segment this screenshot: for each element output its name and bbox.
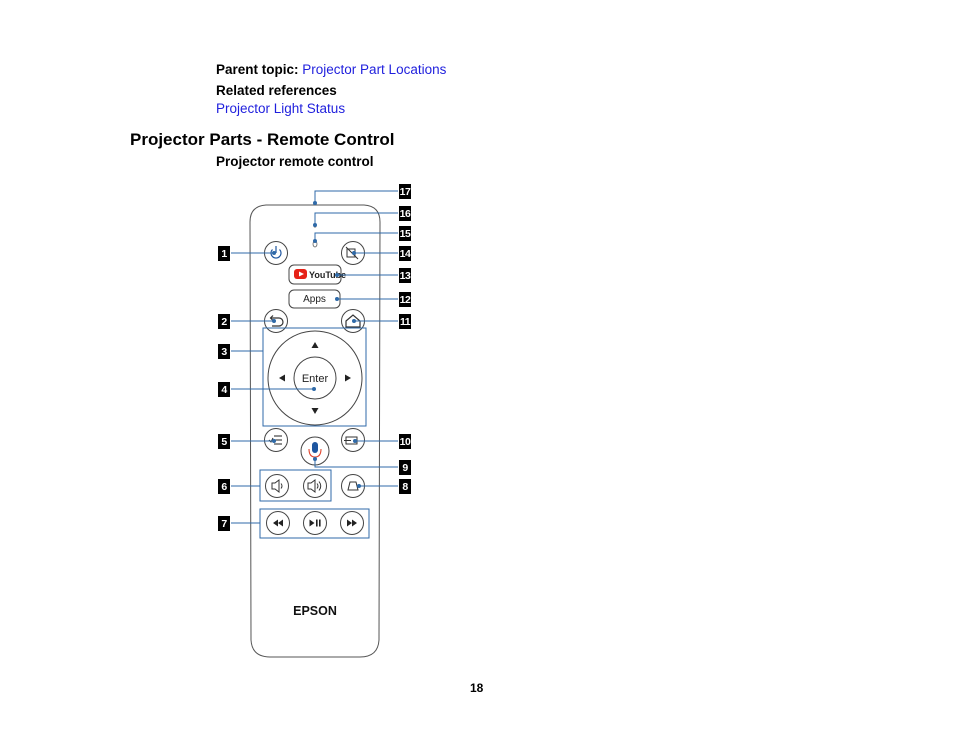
callout-6: 6 — [218, 479, 230, 494]
callout-5: 5 — [218, 434, 230, 449]
arrow-right-icon — [345, 374, 351, 382]
menu-button — [264, 428, 288, 452]
play-pause-button — [303, 511, 327, 535]
back-icon — [271, 317, 284, 327]
callout-4: 4 — [218, 382, 230, 397]
keystone-icon — [347, 481, 359, 491]
enter-label: Enter — [302, 373, 329, 385]
callout-leader-lines — [231, 190, 398, 524]
page-number: 18 — [470, 681, 484, 695]
callout-leader-dots — [272, 201, 361, 488]
callout-1: 1 — [218, 246, 230, 261]
volume-up-icon — [307, 479, 316, 493]
apps-label: Apps — [303, 294, 326, 305]
callout-3: 3 — [218, 344, 230, 359]
callout-9: 9 — [399, 460, 411, 475]
parent-topic-line: Parent topic: Projector Part Locations — [216, 63, 446, 77]
input-source-button — [341, 428, 365, 452]
callout-15: 15 — [399, 226, 411, 241]
callout-10: 10 — [399, 434, 411, 449]
section-title: Projector Parts - Remote Control — [130, 130, 395, 149]
callout-11: 11 — [399, 314, 411, 329]
power-icon — [270, 249, 282, 259]
parent-topic-label: Parent topic: — [216, 62, 299, 77]
volume-up-button — [303, 474, 327, 498]
volume-down-icon — [271, 479, 280, 493]
callout-2: 2 — [218, 314, 230, 329]
arrow-up-icon — [311, 342, 319, 348]
arrow-left-icon — [279, 374, 285, 382]
brand-logo: EPSON — [293, 604, 337, 618]
arrow-down-icon — [311, 408, 319, 414]
rewind-icon — [273, 519, 283, 527]
youtube-label: YouTube — [309, 270, 346, 280]
volume-down-button — [265, 474, 289, 498]
callout-7: 7 — [218, 516, 230, 531]
related-references-heading: Related references — [216, 83, 337, 98]
dpad-group-box — [262, 327, 367, 427]
apps-button: Apps — [288, 289, 341, 309]
callout-13: 13 — [399, 268, 411, 283]
callout-8: 8 — [399, 479, 411, 494]
callout-16: 16 — [399, 206, 411, 221]
callout-14: 14 — [399, 246, 411, 261]
directional-pad: Enter — [267, 330, 363, 426]
parent-topic-link[interactable]: Projector Part Locations — [302, 62, 447, 77]
microphone-button — [300, 436, 330, 466]
related-reference-link[interactable]: Projector Light Status — [216, 101, 346, 116]
callout-12: 12 — [399, 292, 411, 307]
callout-17: 17 — [399, 184, 411, 199]
home-icon — [345, 314, 361, 328]
youtube-button: YouTube — [288, 264, 346, 285]
fast-forward-icon — [347, 519, 357, 527]
keystone-button — [341, 474, 365, 498]
microphone-icon — [312, 442, 318, 453]
rewind-button — [266, 511, 290, 535]
fast-forward-button — [340, 511, 364, 535]
figure-caption: Projector remote control — [216, 154, 374, 169]
play-pause-icon — [309, 519, 315, 527]
